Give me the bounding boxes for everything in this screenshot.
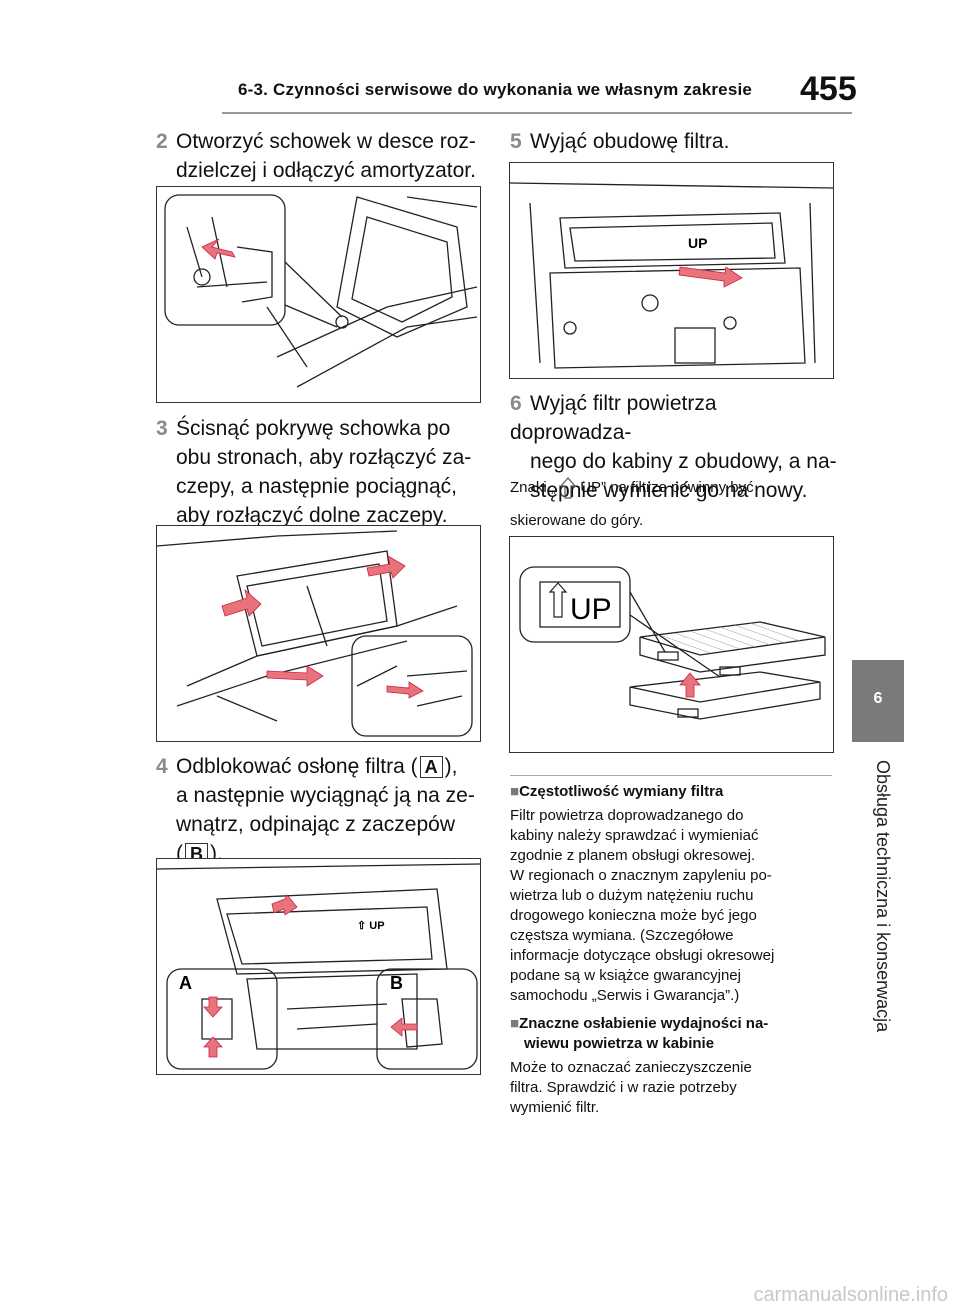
- body-line: W regionach o znacznym zapyleniu po-: [510, 867, 772, 884]
- header-title: 6-3. Czynności serwisowe do wykonania we…: [238, 80, 753, 99]
- figure-label-a: A: [179, 973, 192, 993]
- step-number: 2: [156, 130, 168, 153]
- body-line: podane są w książce gwarancyjnej: [510, 967, 741, 984]
- section-body: Filtr powietrza doprowadzanego do kabiny…: [510, 806, 840, 1006]
- body-line: samochodu „Serwis i Gwarancja”.): [510, 987, 740, 1004]
- figure-glovebox-release-drawing: [157, 530, 473, 737]
- section-marker: ■: [510, 783, 520, 800]
- chapter-tab: [852, 660, 904, 742]
- step-5: 5 Wyjąć obudowę filtra.: [510, 127, 840, 156]
- chapter-tab-number: 6: [873, 690, 883, 707]
- figure-filter-cover: ⇧ UP A B: [156, 858, 481, 1075]
- body-line: wietrza lub o dużym natężeniu ruchu: [510, 887, 754, 904]
- figure-up-mark: UP: [688, 235, 707, 251]
- step-text: dzielczej i odłączyć amortyzator.: [176, 159, 476, 182]
- body-line: zgodnie z planem obsługi okresowej.: [510, 847, 756, 864]
- footer-watermark: carmanualsonline.info: [753, 1284, 948, 1306]
- section-title: Znaczne osłabienie wydajności na-: [519, 1015, 769, 1032]
- note-text: skierowane do góry.: [510, 512, 644, 529]
- step-text: Wyjąć obudowę filtra.: [530, 130, 730, 153]
- body-line: kabiny należy sprawdzać i wymieniać: [510, 827, 759, 844]
- step-text: ),: [444, 755, 458, 778]
- body-line: filtra. Sprawdzić i w razie potrzeby: [510, 1079, 737, 1096]
- step-text: stępnie wymienić go na nowy.: [530, 479, 808, 502]
- chapter-label-text: Obsługa techniczna i konserwacja: [873, 760, 893, 1033]
- body-line: informacje dotyczące obsługi okresowej: [510, 947, 775, 964]
- step-text: a następnie wyciągnąć ją na ze-: [176, 784, 475, 807]
- body-line: drogowego konieczna może być jego: [510, 907, 757, 924]
- section-title: wiewu powietrza w kabinie: [524, 1035, 715, 1052]
- step-text: czepy, a następnie pociągnąć,: [176, 475, 457, 498]
- step-text: aby rozłączyć dolne zaczepy.: [176, 504, 448, 527]
- step-text: (: [176, 842, 183, 865]
- figure-filter-up-drawing: UP: [519, 566, 826, 720]
- up-arrow-icon: [559, 477, 577, 499]
- step-3: 3 Ścisnąć pokrywę schowka po obu stronach…: [156, 414, 486, 530]
- step-number: 4: [156, 755, 168, 778]
- page-number: 455: [800, 70, 857, 108]
- body-line: Filtr powietrza doprowadzanego do: [510, 807, 744, 824]
- body-line: częstsza wymiana. (Szczegółowe: [510, 927, 734, 944]
- chapter-label: Obsługa techniczna i konserwacja: [865, 760, 895, 1120]
- note-text: UP” na filtrze powinny być: [580, 479, 754, 496]
- step-number: 6: [510, 392, 522, 415]
- section-body: Może to oznaczać zanieczyszczenie filtra…: [510, 1058, 840, 1118]
- section-filter-interval: ■Częstotliwość wymiany filtra Filtr powi…: [510, 782, 840, 1006]
- figure-glovebox-damper-drawing: [164, 194, 478, 388]
- figure-filter-cover-drawing: ⇧ UP A B: [157, 863, 480, 1070]
- step-text: Otworzyć schowek w desce roz-: [176, 130, 476, 153]
- body-line: wymienić filtr.: [510, 1099, 600, 1116]
- figure-glovebox-release: [156, 525, 481, 742]
- note-up-marks: Znaki „ UP” na filtrze powinny być skier…: [510, 475, 840, 531]
- step-2: 2 Otworzyć schowek w desce roz- dzielczej…: [156, 127, 486, 185]
- step-number: 5: [510, 130, 522, 153]
- figure-filter-housing: UP: [509, 162, 834, 379]
- section-divider: [510, 775, 832, 776]
- section-marker: ■: [510, 1015, 520, 1032]
- step-number: 3: [156, 417, 168, 440]
- section-title: Częstotliwość wymiany filtra: [519, 783, 724, 800]
- figure-label-b: B: [390, 973, 403, 993]
- label-a: A: [419, 756, 443, 778]
- step-text: Ścisnąć pokrywę schowka po: [176, 417, 451, 440]
- step-text: obu stronach, aby rozłączyć za-: [176, 446, 472, 469]
- section-airflow: ■Znaczne osłabienie wydajności na- wiewu…: [510, 1014, 840, 1118]
- note-text: Znaki „: [510, 479, 556, 496]
- figure-up-mark: ⇧ UP: [357, 920, 385, 932]
- step-text: wnątrz, odpinając z zaczepów: [176, 813, 455, 836]
- step-text: Wyjąć filtr powietrza doprowadza-: [510, 392, 717, 444]
- figure-glovebox-damper: [156, 186, 481, 403]
- figure-filter-housing-drawing: UP: [510, 182, 833, 369]
- body-line: Może to oznaczać zanieczyszczenie: [510, 1059, 752, 1076]
- step-text: nego do kabiny z obudowy, a na-: [530, 450, 837, 473]
- header-rule: [222, 112, 852, 114]
- step-4: 4 Odblokować osłonę filtra (A), a następn…: [156, 752, 486, 868]
- step-text: Odblokować osłonę filtra (: [176, 755, 418, 778]
- figure-filter-up: UP: [509, 536, 834, 753]
- figure-up-mark: UP: [570, 593, 612, 626]
